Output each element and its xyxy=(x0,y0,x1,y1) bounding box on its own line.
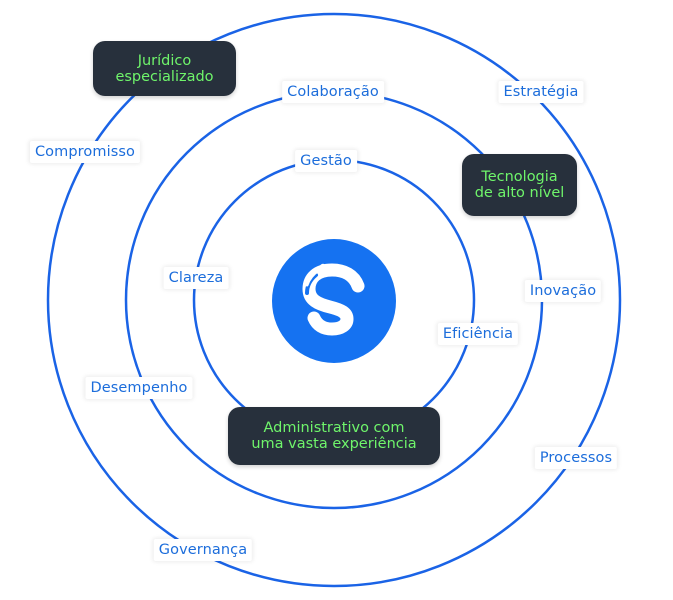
tag-administrativo-line-1: Administrativo com xyxy=(263,420,405,436)
label-inovacao: Inovação xyxy=(524,280,602,302)
tag-administrativo-line-2: uma vasta experiência xyxy=(251,436,417,452)
label-governanca: Governança xyxy=(153,539,253,561)
label-colaboracao: Colaboração xyxy=(282,81,384,103)
tag-juridico-line-1: Jurídico xyxy=(137,52,192,69)
tag-juridico: Jurídico especializado xyxy=(93,41,236,96)
tag-administrativo: Administrativo com uma vasta experiência xyxy=(228,407,440,465)
outer-ring xyxy=(46,12,622,588)
label-eficiencia: Eficiência xyxy=(437,323,519,345)
tag-juridico-line-2: especializado xyxy=(115,68,214,85)
tag-tecnologia-line-1: Tecnologia xyxy=(481,169,558,185)
s-logo-icon xyxy=(272,239,396,363)
label-gestao: Gestão xyxy=(295,150,357,172)
tag-tecnologia-line-2: de alto nível xyxy=(474,185,565,201)
label-desempenho: Desempenho xyxy=(85,377,193,399)
label-estrategia: Estratégia xyxy=(498,81,584,103)
label-compromisso: Compromisso xyxy=(29,141,141,163)
label-clareza: Clareza xyxy=(163,267,229,289)
tag-tecnologia: Tecnologia de alto nível xyxy=(462,154,577,216)
label-processos: Processos xyxy=(534,447,618,469)
